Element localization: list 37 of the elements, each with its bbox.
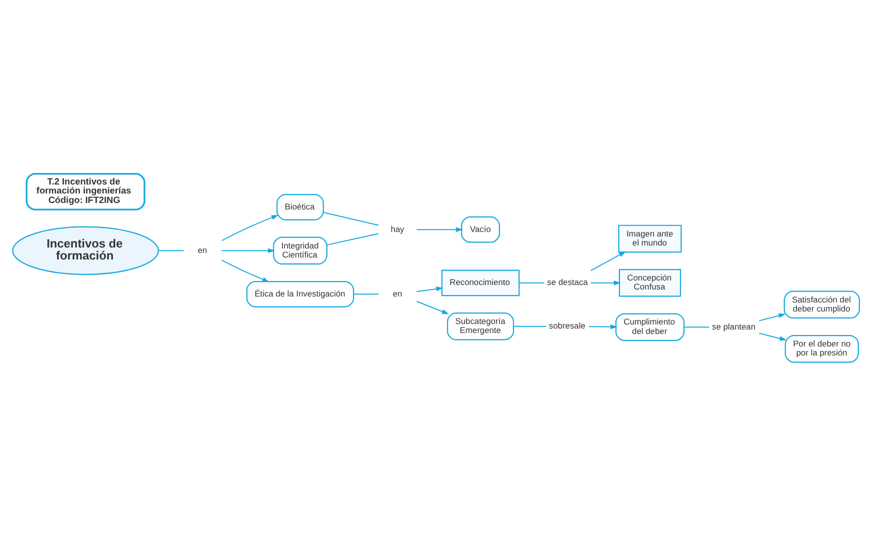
node-box: Concepción Confusa bbox=[618, 268, 681, 296]
node-box: Integridad Científica bbox=[272, 236, 327, 264]
arrow bbox=[220, 248, 274, 253]
node-text: en bbox=[197, 244, 207, 254]
connector bbox=[352, 293, 379, 294]
node-text: se destaca bbox=[546, 276, 588, 287]
arrow bbox=[590, 250, 626, 271]
connector bbox=[158, 250, 184, 251]
node-box: Por el deber no por la presión bbox=[784, 334, 858, 362]
arrow bbox=[416, 226, 462, 232]
node-box: Subcategoría Emergente bbox=[446, 312, 514, 340]
node-ellipse: Incentivos de formación bbox=[12, 226, 158, 274]
node-box: Bioética bbox=[276, 193, 324, 220]
arrow bbox=[758, 332, 786, 340]
arrow bbox=[220, 214, 278, 241]
node-text: en bbox=[392, 288, 402, 298]
connector bbox=[512, 325, 546, 326]
node-box: Cumplimiento del deber bbox=[614, 312, 684, 340]
connector bbox=[683, 326, 710, 328]
node-box: T.2 Incentivos de formación ingenierías Código: IFT2ING bbox=[25, 172, 145, 210]
arrow bbox=[588, 324, 617, 329]
node-text: hay bbox=[390, 223, 404, 234]
arrow bbox=[416, 300, 448, 314]
node-box: Satisfacción del deber cumplido bbox=[783, 290, 860, 318]
node-text: sobresale bbox=[548, 320, 585, 330]
arrow bbox=[416, 286, 443, 292]
connector bbox=[322, 211, 378, 226]
connector bbox=[326, 232, 379, 245]
node-box: Reconocimiento bbox=[440, 269, 520, 296]
node-box: Imagen ante el mundo bbox=[618, 224, 682, 252]
arrow bbox=[220, 259, 269, 282]
node-box: Ética de la Investigación bbox=[246, 280, 354, 307]
node-text: se plantean bbox=[712, 320, 756, 331]
arrow bbox=[590, 280, 620, 285]
arrow bbox=[758, 312, 786, 321]
connector bbox=[518, 282, 544, 283]
node-box: Vacío bbox=[460, 216, 500, 242]
